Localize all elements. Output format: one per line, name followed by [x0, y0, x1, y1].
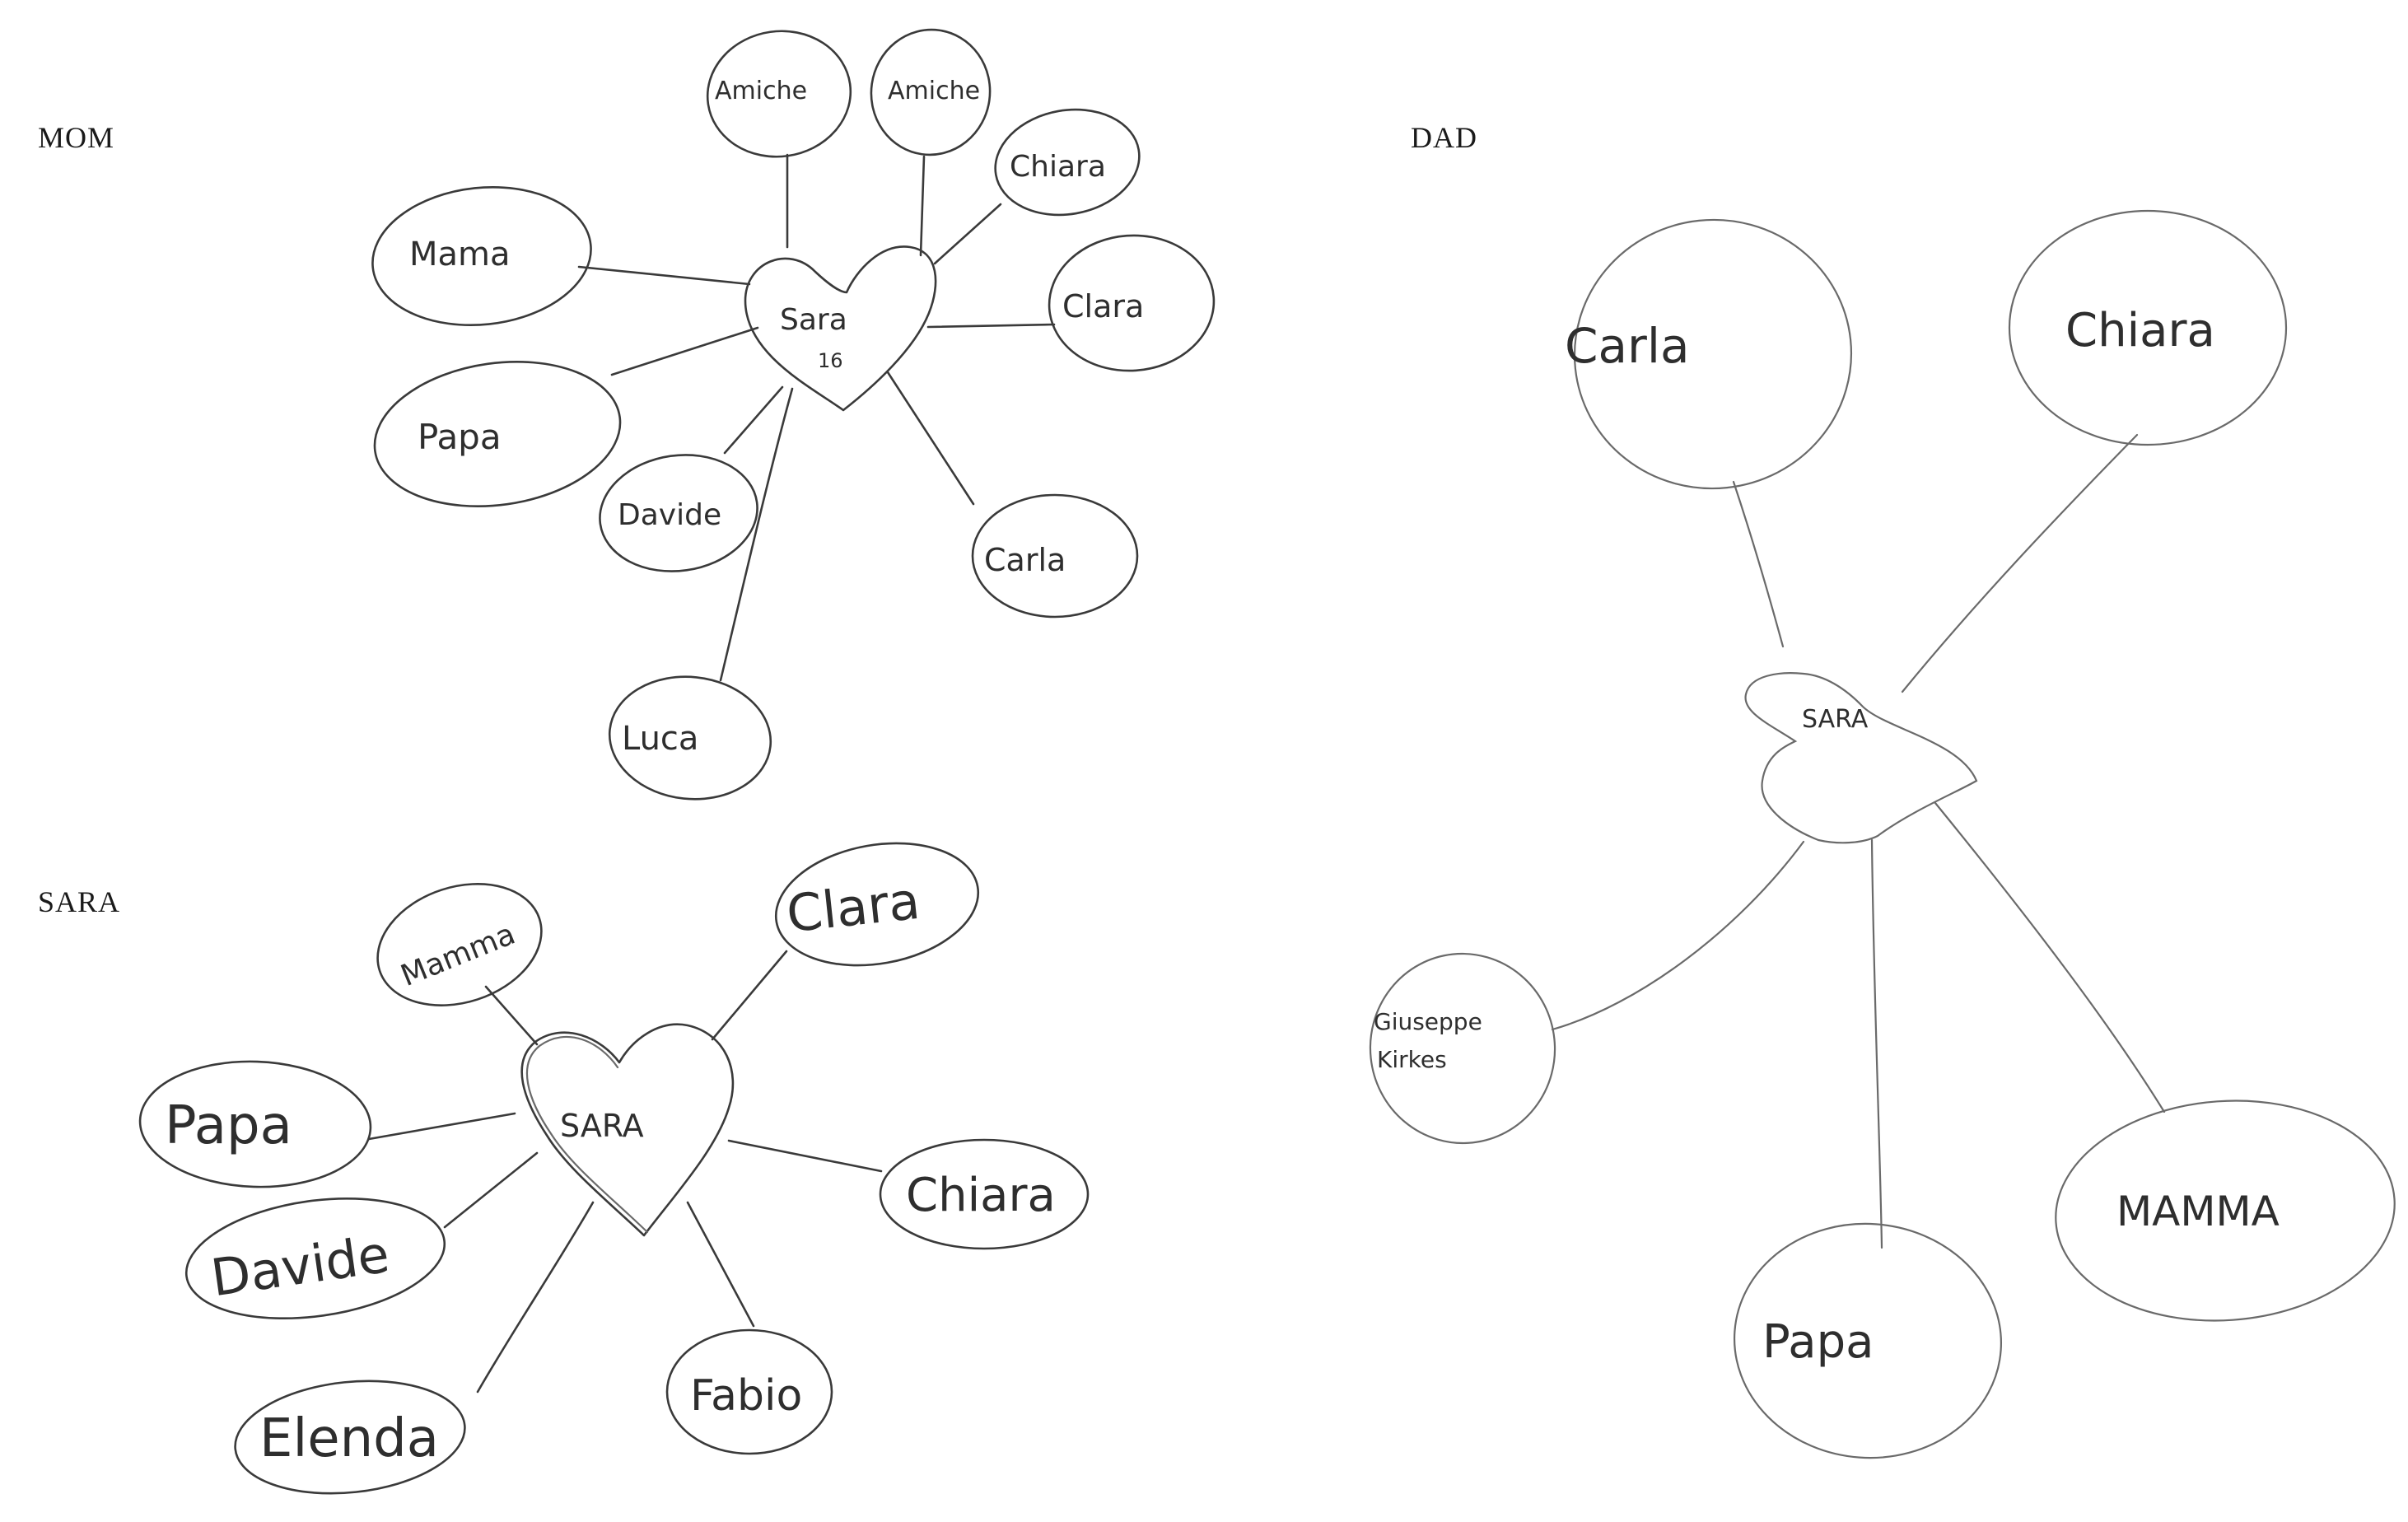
sara-center-name: SARA [560, 1108, 644, 1144]
mom-edge-mama [577, 265, 751, 286]
dad-node-ellipse-giuseppe [1369, 952, 1556, 1145]
mom-node-luca: Luca [622, 720, 698, 758]
mom-node-ellipse-papa [373, 361, 622, 507]
sara-node-ellipse-mamma [376, 883, 543, 1006]
sara-network: SARA Mamma Clara Papa Chiara Davide Elen… [138, 842, 1090, 1495]
sara-node-papa: Papa [165, 1095, 292, 1156]
mom-node-clara: Clara [1062, 288, 1144, 324]
sara-edge-elenda [476, 1201, 595, 1394]
dad-edge-papa [1870, 838, 1883, 1249]
sara-edge-mamma [484, 985, 539, 1046]
sara-node-davide: Davide [208, 1224, 393, 1309]
sara-node-ellipse-clara [774, 842, 980, 967]
mom-edge-amiche-2 [919, 155, 926, 257]
mom-node-ellipse-amiche-2 [870, 28, 992, 156]
mom-node-chiara: Chiara [1010, 150, 1106, 184]
dad-node-mamma: MAMMA [2116, 1188, 2280, 1235]
dad-node-papa: Papa [1762, 1315, 1874, 1369]
sara-edge-clara [711, 950, 788, 1041]
sara-node-ellipse-davide [184, 1197, 446, 1320]
sara-edge-chiara [727, 1139, 883, 1173]
sara-edge-davide [443, 1151, 539, 1229]
sara-node-chiara: Chiara [906, 1169, 1056, 1222]
mom-center-name: Sara [780, 303, 847, 337]
sara-node-ellipse-elenda [234, 1380, 466, 1495]
mom-node-amiche-1: Amiche [715, 77, 807, 105]
mom-center-sub: 16 [818, 349, 843, 372]
dad-node-carla: Carla [1565, 318, 1690, 374]
sara-center-heart-outline [525, 1035, 649, 1234]
sara-edge-papa [367, 1112, 516, 1141]
sara-node-ellipse-chiara [879, 1138, 1090, 1250]
dad-panel-label: DAD [1411, 121, 1477, 154]
sara-node-ellipse-papa [138, 1060, 372, 1188]
mom-node-davide: Davide [618, 498, 721, 532]
sara-node-elenda: Elenda [259, 1408, 439, 1469]
mom-center-heart [744, 245, 937, 412]
mom-network: Sara 16 Amiche Amiche Chiara Mama Clara … [371, 28, 1216, 801]
dad-center-name: SARA [1802, 705, 1869, 734]
mom-node-ellipse-davide [599, 454, 758, 572]
dad-node-ellipse-papa [1733, 1222, 2003, 1459]
mom-node-ellipse-luca [608, 675, 772, 801]
mom-node-ellipse-mama [371, 185, 592, 327]
sara-node-mamma: Mamma [396, 917, 520, 993]
mom-panel-label: MOM [38, 121, 115, 154]
mom-edge-luca [719, 387, 794, 682]
dad-node-chiara: Chiara [2065, 304, 2215, 357]
sara-panel-label: SARA [38, 885, 121, 918]
dad-node-ellipse-chiara [2008, 209, 2288, 446]
dad-node-ellipse-carla [1573, 218, 1853, 490]
sara-edge-fabio [686, 1201, 755, 1328]
mom-edge-clara [926, 323, 1056, 329]
mom-node-papa: Papa [418, 417, 502, 457]
mom-node-amiche-2: Amiche [888, 77, 980, 105]
mom-node-mama: Mama [409, 236, 511, 273]
mom-node-carla: Carla [984, 542, 1066, 578]
sara-node-ellipse-fabio [665, 1328, 833, 1455]
mom-node-ellipse-carla [971, 493, 1139, 619]
sara-center-heart [520, 1023, 735, 1237]
mom-edge-chiara [933, 203, 1002, 265]
dad-edge-giuseppe [1551, 840, 1805, 1031]
dad-edge-carla [1732, 480, 1785, 648]
mom-node-ellipse-clara [1048, 234, 1216, 372]
mom-edge-papa [610, 326, 759, 376]
dad-node-ellipse-mamma [2055, 1099, 2396, 1322]
mom-edge-davide [723, 385, 784, 455]
mom-edge-carla [886, 371, 975, 506]
dad-center-heart [1744, 672, 1978, 844]
mom-node-ellipse-chiara [994, 108, 1141, 217]
mom-node-ellipse-amiche-1 [706, 30, 852, 158]
sara-node-fabio: Fabio [690, 1371, 802, 1421]
dad-edge-mamma [1934, 801, 2166, 1113]
dad-edge-chiara [1901, 433, 2139, 693]
sara-node-clara: Clara [784, 871, 923, 945]
